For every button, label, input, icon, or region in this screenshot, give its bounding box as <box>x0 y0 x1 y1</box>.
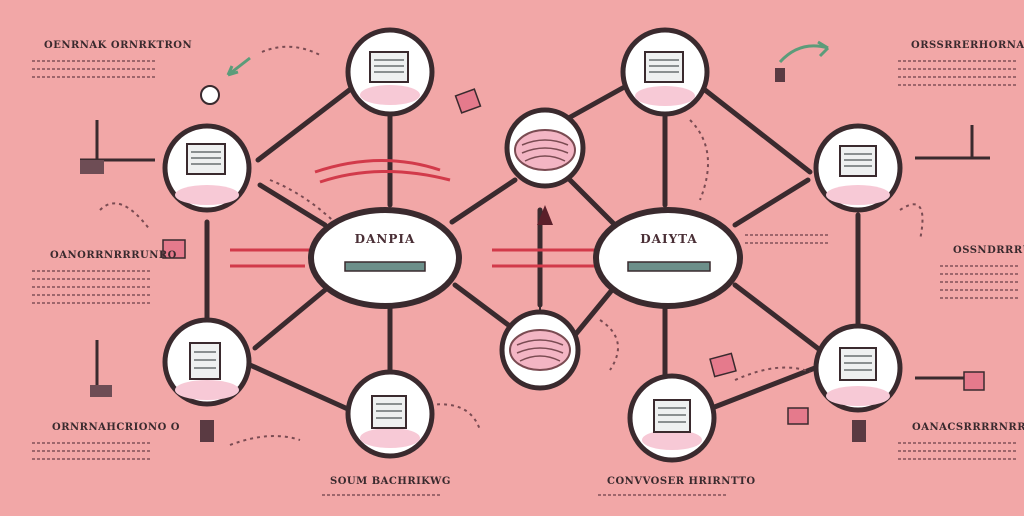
document-icon-right <box>709 352 737 378</box>
stand-box-left-low <box>90 385 112 397</box>
label-bottom-center-right: CONVVOSER HRIRNTTO <box>607 476 756 487</box>
text-lines-bottom-left <box>32 436 152 466</box>
hub-right <box>593 207 743 309</box>
connectors <box>204 82 861 413</box>
dotted-decorations <box>99 45 924 446</box>
lightbulb-icon <box>200 85 220 105</box>
arrow-icon-topleft <box>226 56 251 77</box>
connector-topright-to-toppink <box>562 82 631 123</box>
text-lines-mid-right <box>940 259 1018 305</box>
text-lines-bottom-center-right <box>598 488 728 502</box>
device-node-top-right <box>620 27 710 117</box>
cushion-node-top <box>504 107 586 189</box>
label-mid-left: OANORRNRRRUNRO <box>50 250 177 261</box>
stand-post-left <box>200 420 214 442</box>
document-icon-left <box>162 239 186 259</box>
hub-left <box>308 207 462 309</box>
text-lines-top-left <box>32 54 157 84</box>
connector-lefthub-to-leftlow <box>252 287 328 351</box>
text-lines-right-hub <box>745 228 830 250</box>
text-lines-top-right <box>898 54 1018 92</box>
warning-triangle-icon <box>537 205 553 225</box>
connector-bottompink-to-righthub <box>572 287 615 338</box>
device-node-left <box>162 123 252 213</box>
device-node-right-low <box>813 323 903 413</box>
connector-leftlow-to-bottomleft <box>247 362 353 413</box>
text-lines-mid-left <box>32 264 152 310</box>
connector-righthub-to-rightlow <box>732 282 823 353</box>
stand-post-topright <box>775 68 785 82</box>
hub-left-label: DANPIA <box>354 232 416 246</box>
label-mid-right: OSSNDRRRUIA <box>953 245 1024 256</box>
arrow-icons <box>226 40 830 77</box>
arrow-icon-topright <box>778 40 830 64</box>
stand-post-right <box>852 420 866 442</box>
connector-leftnode-to-lefthub <box>257 182 328 228</box>
stand-box-left <box>80 160 104 174</box>
cushion-nodes <box>499 107 586 391</box>
hub-right-label: DAIYTA <box>640 232 698 246</box>
cushion-node-bottom <box>499 309 581 391</box>
device-node-top-left <box>345 27 435 117</box>
device-nodes <box>162 27 903 463</box>
label-bottom-right: OANACSRRRRNRRR <box>912 422 1024 433</box>
connector-righthub-to-rightnode <box>732 177 811 228</box>
text-lines-bottom-right <box>898 436 1018 466</box>
connector-toppink-to-righthub <box>567 177 618 228</box>
device-node-right <box>813 123 903 213</box>
connector-lefthub-to-bottompink <box>452 282 518 333</box>
connector-topright-to-rightnode <box>702 87 813 175</box>
label-top-right: ORSSRRERHORNARNIN <box>911 40 1024 51</box>
document-icon-top <box>454 88 482 114</box>
connector-topleft-to-leftnode <box>255 85 355 163</box>
device-node-bottom-right <box>627 373 717 463</box>
document-icon-farright <box>963 371 985 391</box>
small-icons <box>162 85 985 425</box>
device-node-left-low <box>162 317 252 407</box>
red-accents <box>230 159 600 268</box>
connector-rightlow-to-bottomright <box>709 365 818 411</box>
label-bottom-left: ORNRNAHCRIONO O <box>52 422 181 433</box>
label-bottom-center-left: SOUM BACHRIKWG <box>330 476 451 487</box>
document-icon-bottomright <box>787 407 809 425</box>
label-top-left: OENRNAK ORNRKTRON <box>44 40 193 51</box>
connector-lefthub-to-toppink <box>449 177 518 225</box>
device-node-bottom-left <box>345 369 435 459</box>
text-lines-bottom-center-left <box>322 488 442 502</box>
